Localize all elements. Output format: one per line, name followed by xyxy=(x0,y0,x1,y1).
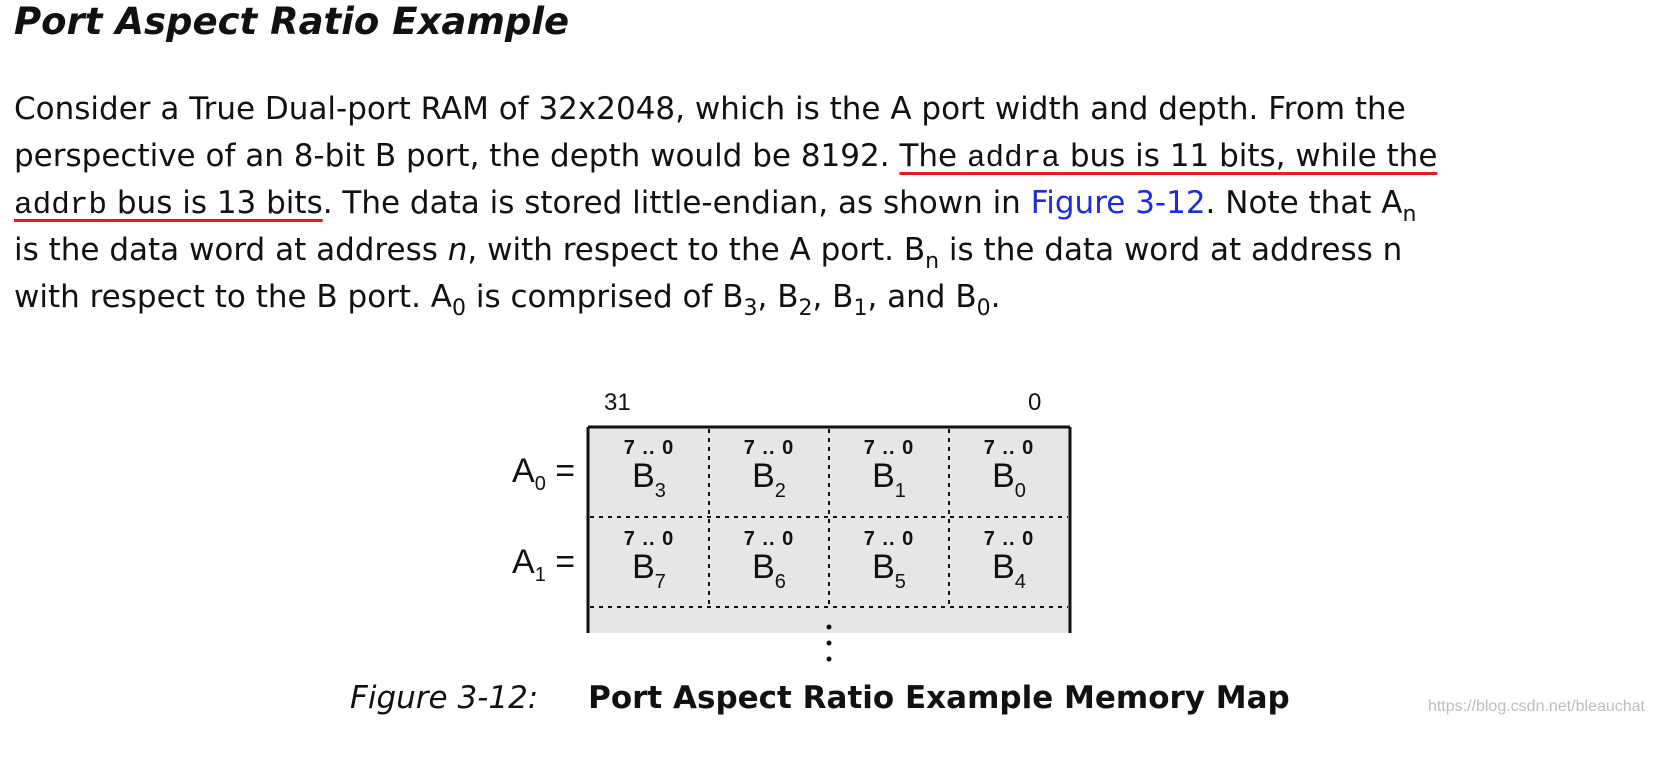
ellipsis-dot-1 xyxy=(826,624,832,630)
figure-title: Port Aspect Ratio Example Memory Map xyxy=(588,680,1290,716)
figure-number: Figure 3-12: xyxy=(350,680,539,716)
underlined-addrb-phrase: addrb bus is 13 bits xyxy=(14,185,323,223)
para-line-4: is the data word at address n, with resp… xyxy=(14,232,1403,274)
para-line-1: Consider a True Dual-port RAM of 32x2048… xyxy=(14,91,1406,127)
underlined-addra-phrase: The addra bus is 11 bits, while the xyxy=(899,138,1438,176)
ellipsis-dot-2 xyxy=(826,640,832,646)
row-label-a1: A1 = xyxy=(512,543,576,586)
figure-caption: Figure 3-12: Port Aspect Ratio Example M… xyxy=(350,680,1290,716)
figure-3-12-link[interactable]: Figure 3-12 xyxy=(1030,185,1206,221)
msb-label: 31 xyxy=(604,389,631,416)
para-line-2: perspective of an 8-bit B port, the dept… xyxy=(14,138,1438,176)
watermark: https://blog.csdn.net/bleauchat xyxy=(1427,698,1645,715)
para-line-5: with respect to the B port. A0 is compri… xyxy=(14,279,1001,321)
addrb-signal: addrb xyxy=(14,188,108,223)
addra-signal: addra xyxy=(966,141,1060,176)
section-heading: Port Aspect Ratio Example xyxy=(14,0,570,43)
lsb-label: 0 xyxy=(1028,389,1042,416)
body-paragraph: Consider a True Dual-port RAM of 32x2048… xyxy=(14,86,1644,321)
row-label-a0: A0 = xyxy=(512,452,576,495)
para-line-3: addrb bus is 13 bits. The data is stored… xyxy=(14,185,1417,227)
ellipsis-dot-3 xyxy=(826,656,832,662)
